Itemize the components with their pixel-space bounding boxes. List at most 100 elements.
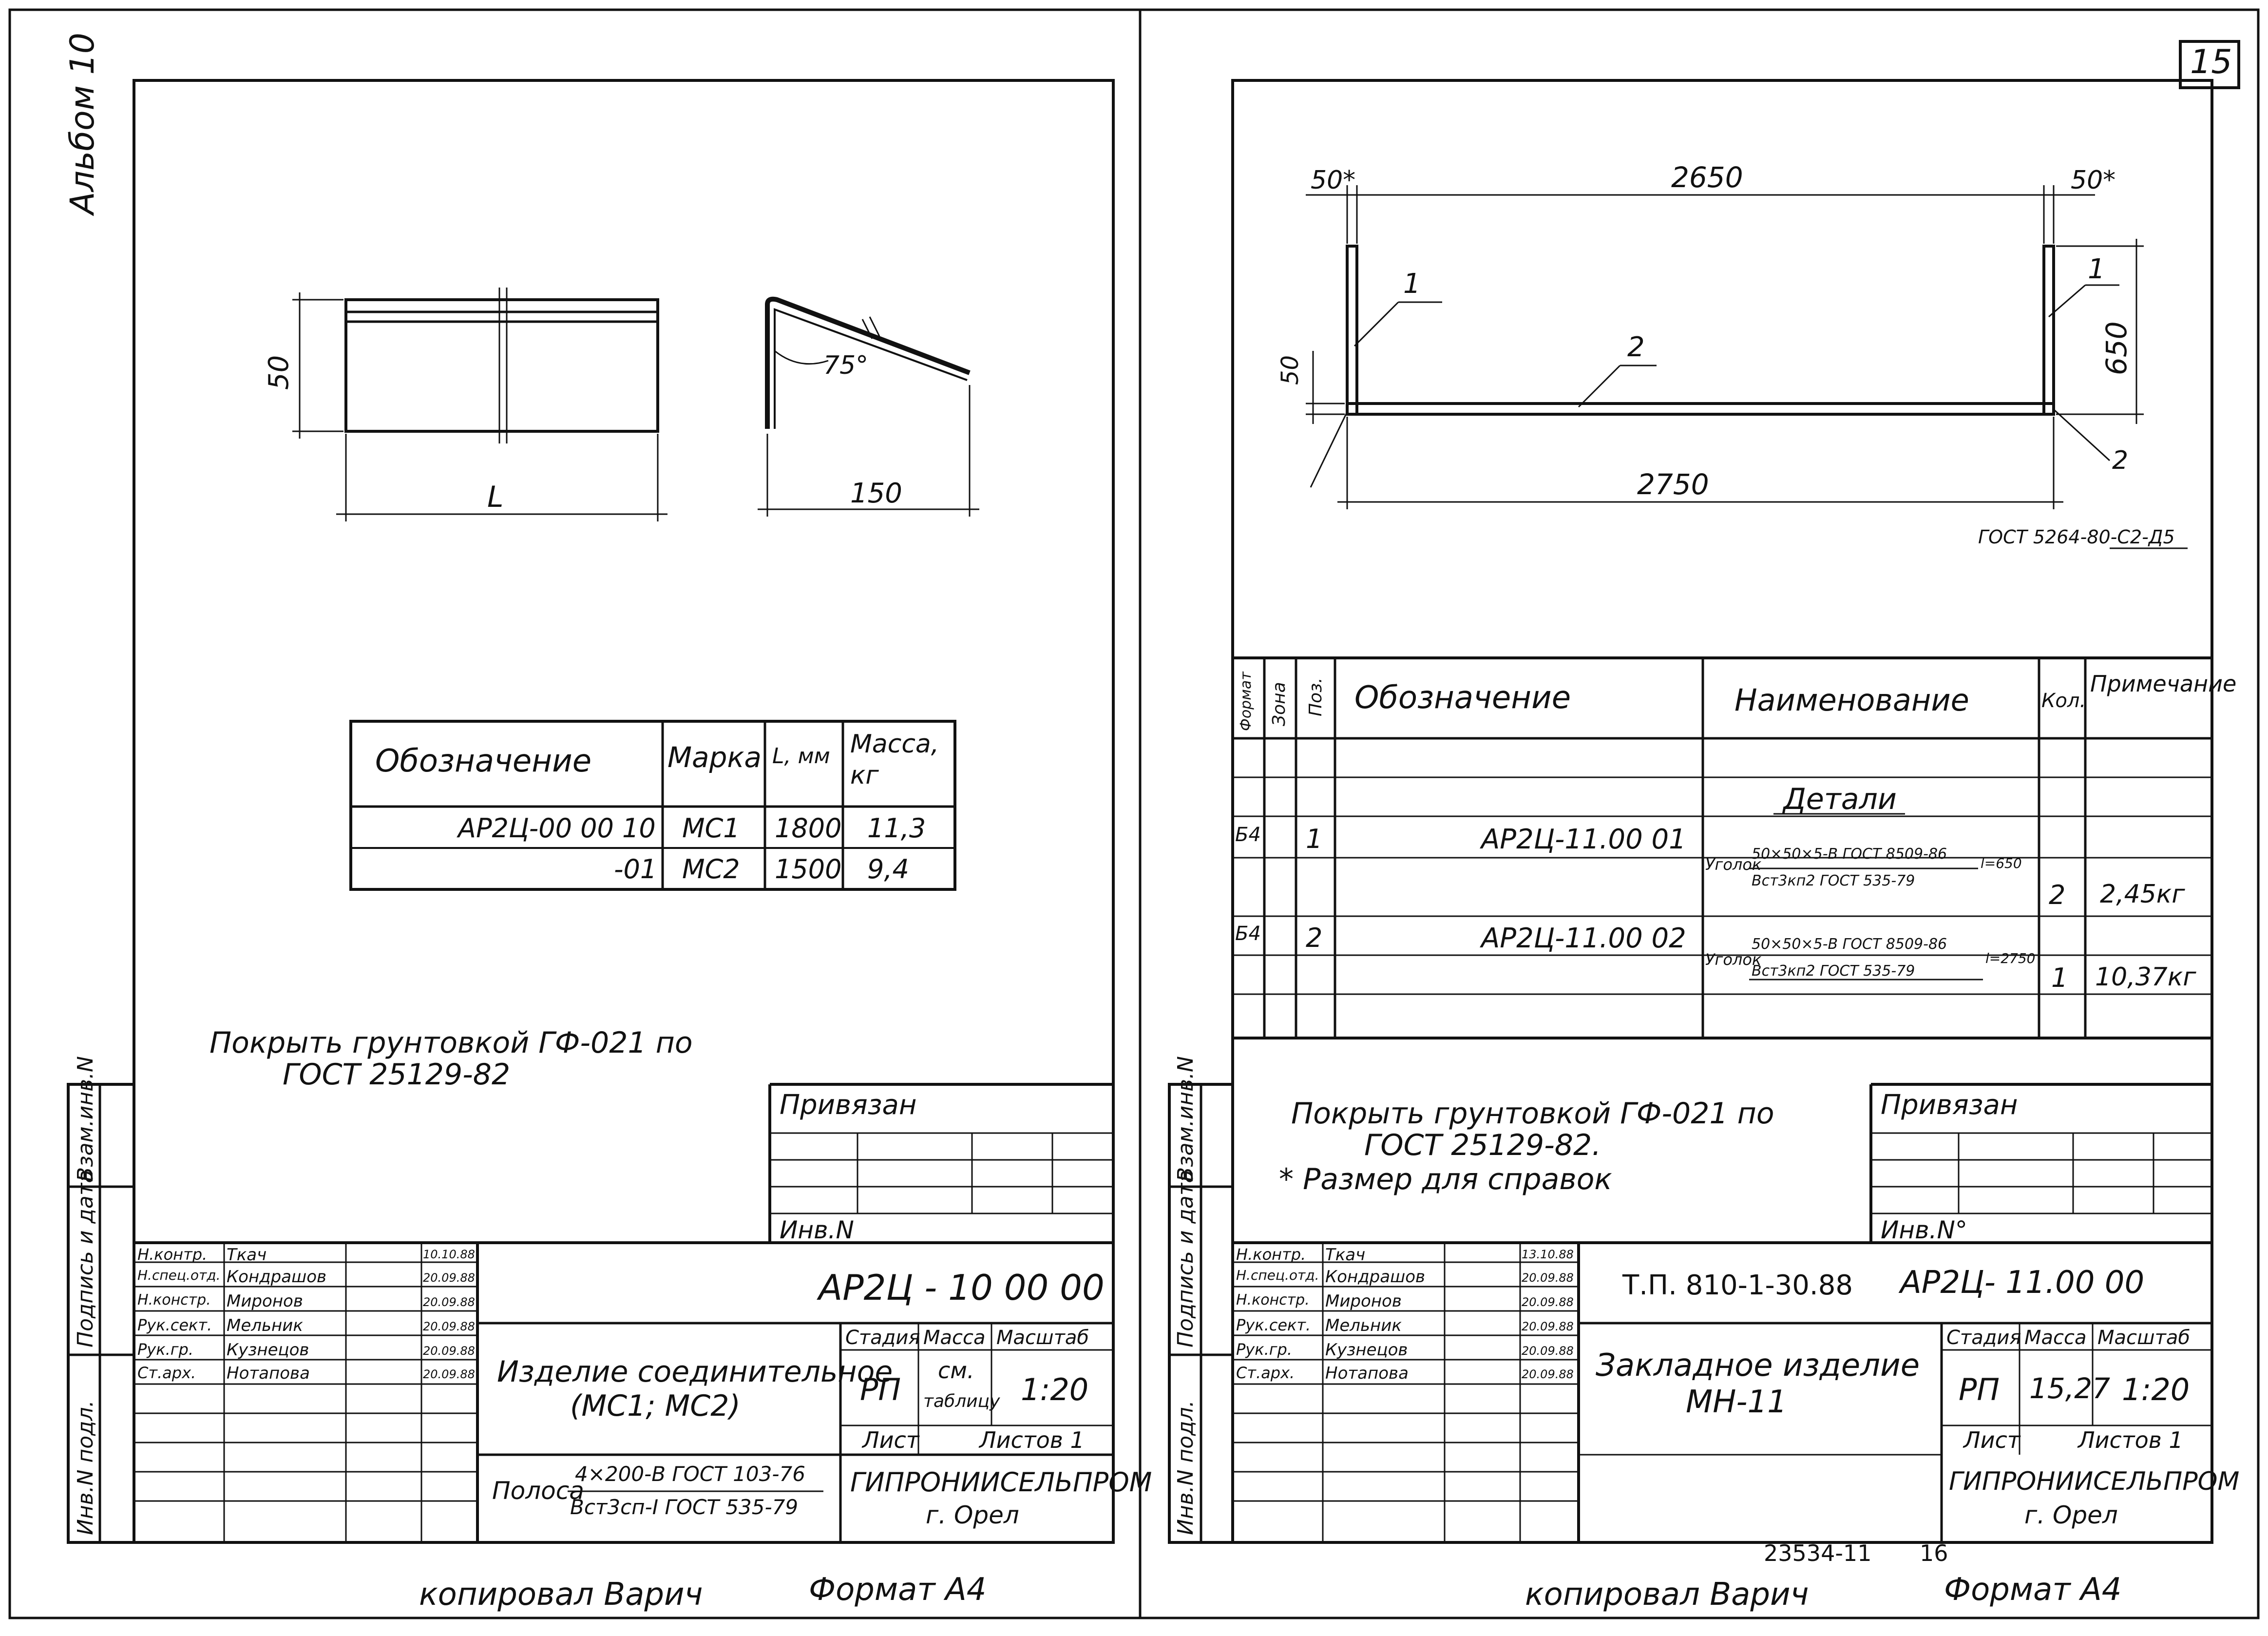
spec-h-qty: Кол. [2041, 690, 2086, 712]
right-pos1-left: 1 [1403, 268, 1421, 300]
right-staff-1-role: Н.спец.отд. [1236, 1267, 1319, 1283]
left-staff-1-date: 20.09.88 [423, 1271, 475, 1285]
left-table-h-mass: Масса, кг [850, 730, 939, 790]
side-label-inv-r: Инв.N подл. [1173, 1400, 1198, 1535]
right-dim-right-top: 50* [2071, 166, 2116, 195]
right-mass-h: Масса [2024, 1327, 2087, 1349]
right-sheet: Лист [1963, 1427, 2020, 1453]
album-label: Альбом 10 [63, 32, 102, 214]
spec-r1-top: 50×50×5-В ГОСТ 8509-86 [1752, 846, 1947, 863]
right-weld: ГОСТ 5264-80-С2-Д5 [1978, 526, 2175, 548]
right-scale: 1:20 [2122, 1372, 2190, 1407]
left-note-line2: ГОСТ 25129-82 [283, 1058, 511, 1092]
side-label-sign: Подпись и дата [73, 1170, 98, 1347]
left-staff-4-name: Кузнецов [227, 1340, 309, 1360]
spec-r2-bottom: Вст3кп2 ГОСТ 535-79 [1752, 962, 1915, 980]
right-dim-low: 50 [1277, 355, 1304, 385]
right-staff-2-role: Н.констр. [1236, 1291, 1310, 1309]
right-staff-4-name: Кузнецов [1325, 1340, 1408, 1360]
right-dim-total-top: 2650 [1671, 161, 1743, 194]
spec-h-pos: Поз. [1306, 677, 1326, 716]
right-title-line2: МН-11 [1686, 1384, 1787, 1420]
left-material-top: 4×200-В ГОСТ 103-76 [575, 1462, 805, 1486]
side-label-inv: Инв.N подл. [73, 1400, 98, 1535]
left-staff-2-date: 20.09.88 [423, 1295, 475, 1309]
spec-r2-note: 10,37кг [2095, 962, 2196, 992]
left-staff-5-date: 20.09.88 [423, 1367, 475, 1381]
side-label-vzam: Взам.инв.N [73, 1056, 98, 1182]
spec-section: Детали [1783, 782, 1897, 816]
left-format: Формат А4 [809, 1572, 987, 1608]
spec-h-format: Формат [1238, 672, 1255, 731]
spec-h-note: Примечание [2090, 671, 2237, 697]
right-weld-side: 2 [2112, 446, 2129, 475]
spec-r2-fmt: Б4 [1235, 923, 1261, 945]
right-staff-1-name: Кондрашов [1325, 1267, 1426, 1287]
right-staff-4-date: 20.09.88 [1522, 1344, 1574, 1358]
right-sheets: Листов 1 [2078, 1427, 2183, 1453]
right-pos1-right: 1 [2088, 253, 2105, 285]
left-staff-1-name: Кондрашов [227, 1267, 327, 1287]
spec-r1-len: l=650 [1981, 855, 2022, 871]
right-staff-1-date: 20.09.88 [1522, 1271, 1574, 1285]
spec-r2-desig: АР2Ц-11.00 02 [1481, 923, 1686, 954]
right-note-line3: * Размер для справок [1279, 1162, 1612, 1196]
right-staff-0-name: Ткач [1325, 1245, 1366, 1265]
left-dim-length: L [487, 480, 504, 514]
right-privyazan: Привязан [1881, 1089, 2018, 1121]
spec-r2-qty: 1 [2051, 962, 2068, 993]
spec-r1-qty: 2 [2049, 880, 2066, 910]
left-material-prefix: Полоса [492, 1477, 584, 1505]
left-table-h-desig: Обозначение [375, 743, 592, 779]
left-table-h-mark: Марка [667, 741, 762, 774]
spec-r2-top: 50×50×5-В ГОСТ 8509-86 [1752, 936, 1947, 953]
right-stage: РП [1959, 1372, 2000, 1407]
right-staff-0-date: 13.10.88 [1522, 1248, 1574, 1261]
right-staff-3-name: Мельник [1325, 1316, 1402, 1335]
left-table-r1-len: 1800 [775, 813, 842, 844]
left-dim-height: 50 [263, 355, 295, 390]
right-note-line2: ГОСТ 25129-82. [1364, 1128, 1601, 1162]
left-table-r1-desig: АР2Ц-00 00 10 [458, 813, 656, 844]
left-table-r2-mass: 9,4 [867, 854, 909, 885]
left-org: ГИПРОНИИСЕЛЬПРОМ [850, 1467, 1152, 1498]
right-staff-5-role: Ст.арх. [1236, 1364, 1295, 1382]
spec-r2-prefix: Уголок [1705, 950, 1762, 969]
left-table-r2-mark: МС2 [682, 854, 740, 885]
left-table-r2-len: 1500 [775, 854, 842, 885]
left-mass-line2: таблицу [923, 1391, 1000, 1411]
left-scale: 1:20 [1021, 1372, 1089, 1407]
left-designation: АР2Ц - 10 00 00 [819, 1267, 1105, 1308]
left-note-line1: Покрыть грунтовкой ГФ-021 по [210, 1026, 693, 1060]
spec-r1-bottom: Вст3кп2 ГОСТ 535-79 [1752, 872, 1915, 889]
right-pos2: 2 [1627, 331, 1645, 363]
spec-r2-pos: 2 [1306, 923, 1323, 953]
right-dim-height: 650 [2100, 321, 2133, 375]
right-staff-0-role: Н.контр. [1236, 1245, 1306, 1264]
left-staff-1-role: Н.спец.отд. [137, 1267, 221, 1283]
left-mass-line1: см. [938, 1357, 974, 1384]
left-table-h-len: L, мм [772, 744, 830, 769]
right-staff-3-date: 20.09.88 [1522, 1320, 1574, 1333]
side-label-sign-r: Подпись и дата [1173, 1170, 1198, 1347]
left-dim-width: 150 [850, 478, 902, 509]
spec-r1-prefix: Уголок [1705, 855, 1762, 874]
right-org: ГИПРОНИИСЕЛЬПРОМ [1949, 1467, 2240, 1496]
sheet-stamp: 15 [2190, 43, 2232, 81]
spec-r1-fmt: Б4 [1235, 824, 1261, 846]
left-staff-0-name: Ткач [227, 1245, 267, 1265]
spec-h-zone: Зона [1269, 682, 1289, 726]
left-sheets: Листов 1 [979, 1427, 1085, 1453]
spec-r2-len: l=2750 [1985, 950, 2036, 966]
left-privyazan: Привязан [780, 1089, 917, 1121]
left-staff-3-date: 20.09.88 [423, 1320, 475, 1333]
left-staff-0-date: 10.10.88 [423, 1248, 475, 1261]
left-staff-2-role: Н.констр. [137, 1291, 211, 1309]
left-staff-2-name: Миронов [227, 1291, 303, 1311]
spec-r1-desig: АР2Ц-11.00 01 [1481, 824, 1686, 855]
right-title-line1: Закладное изделие [1596, 1347, 1920, 1384]
right-format: Формат А4 [1944, 1572, 2122, 1608]
right-staff-2-date: 20.09.88 [1522, 1295, 1574, 1309]
right-dim-bottom: 2750 [1637, 468, 1709, 501]
